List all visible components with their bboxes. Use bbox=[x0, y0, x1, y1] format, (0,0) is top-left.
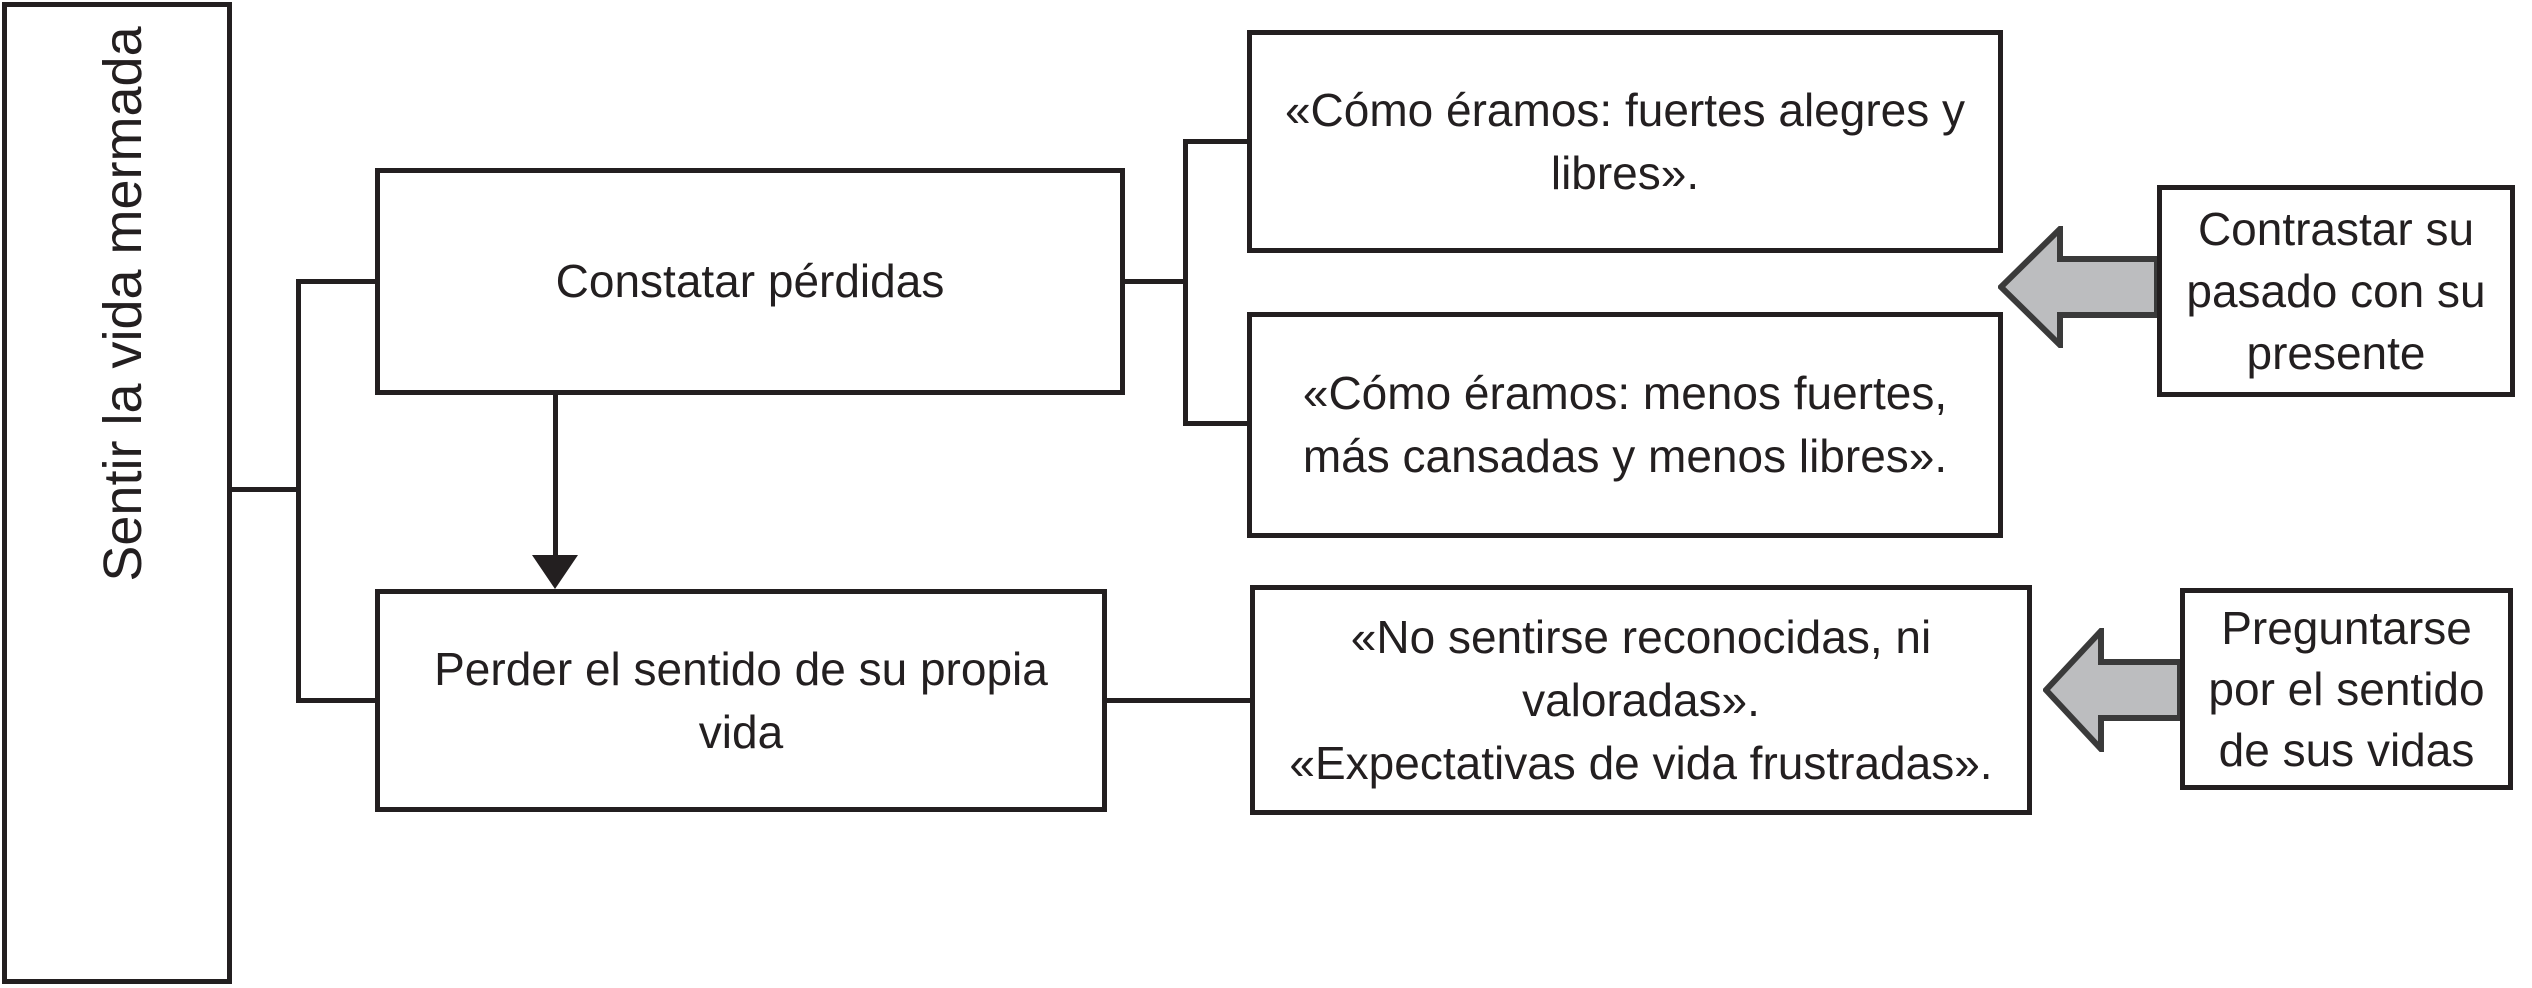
down-arrow-icon bbox=[532, 555, 578, 589]
connector-root-to-bracket bbox=[232, 487, 298, 492]
root-node-label: Sentir la vida mermada bbox=[93, 26, 153, 582]
quote2-line1: «Cómo éramos: menos fuertes, bbox=[1302, 367, 1948, 419]
node-perder-label-line2: vida bbox=[698, 705, 784, 758]
bracket-level1-vertical bbox=[296, 279, 301, 703]
down-arrow-shaft bbox=[553, 393, 558, 557]
quote-node-no-sentirse-reconocidas: «No sentirse reconocidas, ni valoradas».… bbox=[1250, 585, 2032, 815]
note-contrastar-line3: presente bbox=[2246, 327, 2426, 379]
note-contrastar-line1: Contrastar su bbox=[2197, 203, 2475, 255]
quote2-line2: más cansadas y menos libres». bbox=[1302, 430, 1948, 482]
note-preguntarse-line2: por el sentido bbox=[2208, 662, 2485, 715]
bracket-quotes-vertical bbox=[1183, 139, 1188, 426]
note-preguntarse-line1: Preguntarse bbox=[2221, 601, 2472, 654]
quote3-line3: «Expectativas de vida frustradas». bbox=[1289, 736, 1993, 789]
note-preguntarse-line3: de sus vidas bbox=[2218, 723, 2475, 776]
quote1-line1: «Cómo éramos: fuertes alegres y bbox=[1284, 83, 1966, 136]
quote3-line2: valoradas». bbox=[1522, 673, 1760, 726]
quote-node-como-eramos-fuertes: «Cómo éramos: fuertes alegres y libres». bbox=[1247, 30, 2003, 253]
note-node-preguntarse-sentido: Preguntarse por el sentido de sus vidas bbox=[2180, 588, 2513, 790]
connector-perder-to-quote bbox=[1107, 698, 1250, 703]
quote3-line1: «No sentirse reconocidas, ni bbox=[1350, 610, 1932, 663]
note-node-contrastar-pasado: Contrastar su pasado con su presente bbox=[2157, 185, 2515, 397]
connector-constatar-to-bracket bbox=[1125, 279, 1183, 284]
left-arrow-icon-contrastar bbox=[1998, 226, 2160, 348]
node-perder-label-line1: Perder el sentido de su propia bbox=[434, 642, 1048, 695]
node-perder-sentido: Perder el sentido de su propia vida bbox=[375, 589, 1107, 812]
node-constatar-label: Constatar pérdidas bbox=[555, 255, 945, 307]
bracket-level1-stub-perder bbox=[301, 698, 375, 703]
bracket-quotes-stub-q2 bbox=[1188, 421, 1247, 426]
note-contrastar-line2: pasado con su bbox=[2186, 265, 2486, 317]
root-node-sentir-la-vida-mermada: Sentir la vida mermada bbox=[2, 2, 232, 984]
node-constatar-perdidas: Constatar pérdidas bbox=[375, 168, 1125, 395]
quote1-line2: libres». bbox=[1550, 146, 1700, 199]
bracket-quotes-stub-q1 bbox=[1188, 139, 1247, 144]
quote-node-como-eramos-menos-fuertes: «Cómo éramos: menos fuertes, más cansada… bbox=[1247, 312, 2003, 538]
bracket-level1-stub-constatar bbox=[301, 279, 375, 284]
left-arrow-icon-preguntarse bbox=[2043, 628, 2183, 752]
